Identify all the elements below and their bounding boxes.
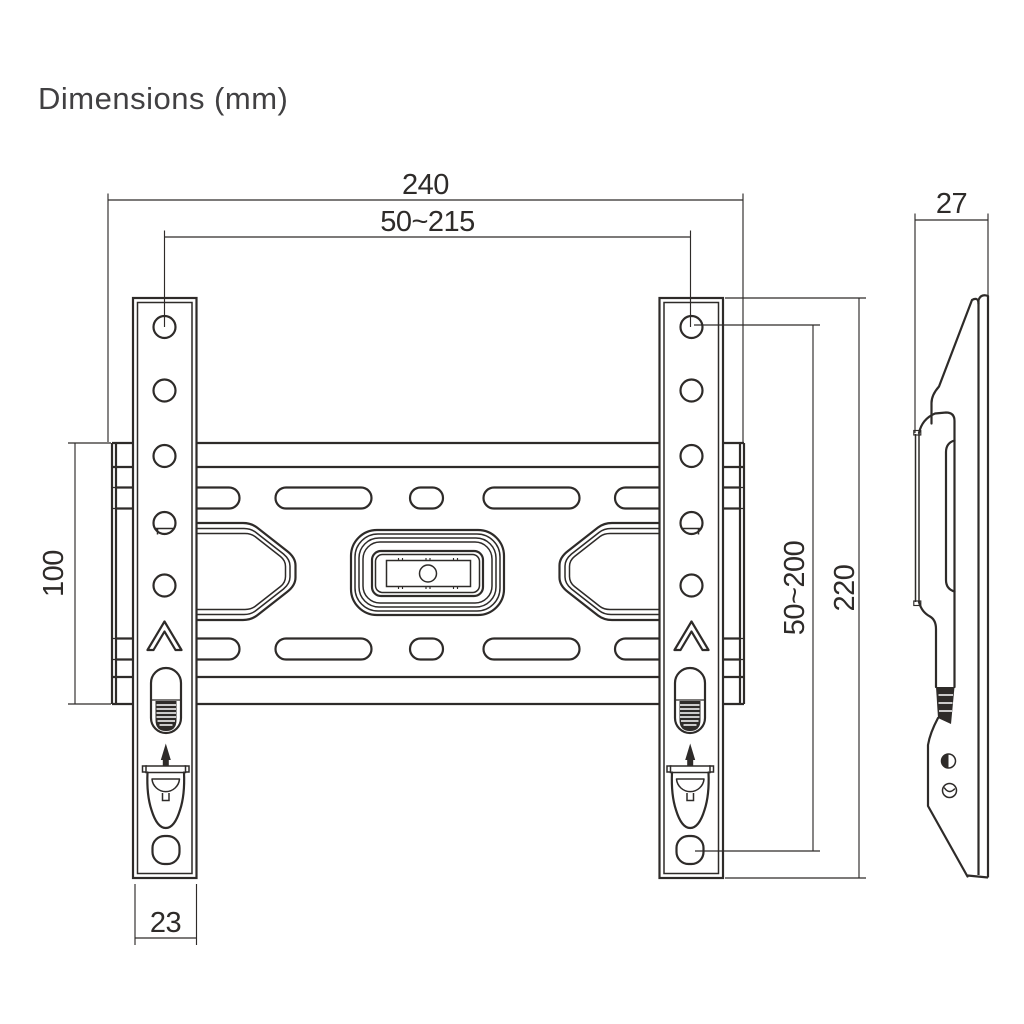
mount-slots-bottom	[116, 637, 739, 661]
dim-overall-height: 220	[725, 297, 866, 879]
dim-label-mount-height-range: 50~200	[779, 541, 811, 636]
dim-label-bracket-width: 23	[150, 907, 181, 939]
dim-label-overall-width: 240	[402, 169, 449, 201]
dim-label-overall-height: 220	[829, 565, 861, 612]
dim-depth: 27	[914, 188, 989, 433]
dim-overall-width: 240	[107, 169, 744, 442]
side-wall-plate	[930, 294, 990, 879]
page-title: Dimensions (mm)	[38, 81, 288, 116]
side-screw	[936, 687, 955, 724]
wall-plate	[110, 441, 746, 706]
dim-bracket-width: 23	[134, 884, 198, 945]
dimensions: 240 50~215 27 100 50~200 220	[38, 169, 989, 945]
left-bracket-rail	[131, 296, 198, 880]
side-view	[913, 294, 990, 879]
mount-slots-top	[116, 486, 739, 510]
dim-mount-height-range: 50~200	[694, 324, 820, 852]
center-screw-hole	[418, 564, 438, 583]
dim-mount-width-range: 50~215	[163, 206, 692, 327]
dim-label-plate-height: 100	[38, 550, 70, 597]
dim-label-depth: 27	[936, 188, 967, 220]
front-view	[110, 296, 746, 880]
dim-label-mount-width-range: 50~215	[380, 206, 475, 238]
side-bracket-profile	[913, 411, 969, 878]
right-bracket-rail	[658, 296, 725, 880]
dim-plate-height: 100	[38, 442, 111, 705]
center-lock-feature	[349, 528, 506, 617]
side-screw-head	[941, 782, 958, 799]
